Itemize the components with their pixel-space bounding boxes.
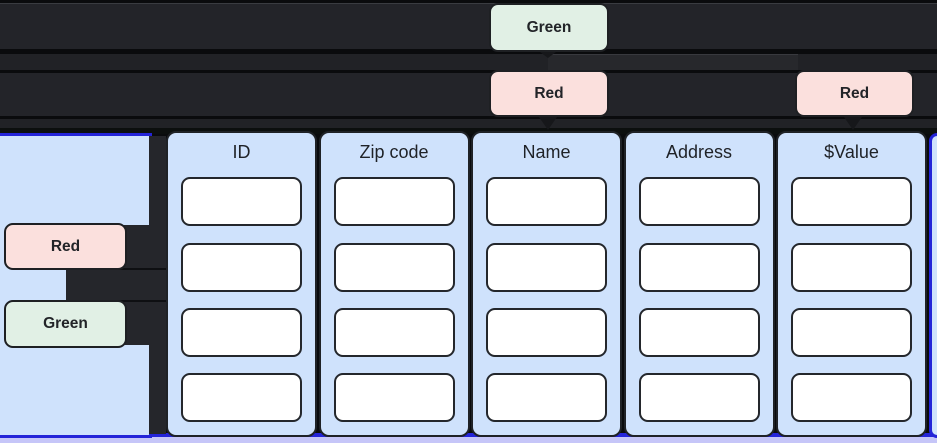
green-chip-left[interactable]: Green [4, 300, 127, 348]
drop-slot[interactable] [333, 243, 455, 292]
horizontal-connector [548, 54, 798, 70]
column-name: Name [471, 131, 622, 437]
drop-slot[interactable] [181, 373, 302, 422]
connector-arrow-down-icon [844, 117, 862, 130]
track-row-1 [0, 3, 937, 49]
drop-slot[interactable] [333, 373, 455, 422]
column-value: $Value [776, 131, 927, 437]
column-id: ID [166, 131, 317, 437]
drop-slot[interactable] [638, 177, 760, 226]
column-header: Name [522, 142, 571, 162]
column-header: ID [232, 142, 251, 162]
bottom-base-strip [0, 433, 937, 443]
drop-slot[interactable] [791, 243, 912, 292]
drop-slot[interactable] [791, 177, 912, 226]
drop-slot[interactable] [181, 177, 302, 226]
drop-slot[interactable] [486, 308, 607, 357]
drop-slot[interactable] [791, 308, 912, 357]
column-header: $Value [824, 142, 879, 162]
track-footer-zone [0, 128, 937, 134]
drop-slot[interactable] [638, 373, 760, 422]
red-chip-left[interactable]: Red [4, 223, 127, 270]
column-header: Zip code [359, 142, 429, 162]
drop-slot[interactable] [486, 243, 607, 292]
connector-arrow-down-icon [539, 117, 557, 130]
red-chip-top-1[interactable]: Red [489, 70, 609, 117]
red-chip-top-2[interactable]: Red [795, 70, 914, 117]
drop-slot[interactable] [333, 177, 455, 226]
drop-slot[interactable] [638, 243, 760, 292]
left-slot-middle [66, 270, 166, 300]
track-row-3 [0, 73, 937, 116]
drop-slot[interactable] [638, 308, 760, 357]
drop-slot[interactable] [333, 308, 455, 357]
column-header: Address [665, 142, 733, 162]
connector-arrow-down-icon [540, 52, 556, 58]
column-address: Address [623, 131, 775, 437]
drop-slot[interactable] [486, 373, 607, 422]
drop-slot[interactable] [181, 243, 302, 292]
drop-slot[interactable] [486, 177, 607, 226]
column-zip-code: Zip code [318, 131, 470, 437]
green-chip-top[interactable]: Green [489, 3, 609, 52]
drop-slot[interactable] [181, 308, 302, 357]
track-row-4 [0, 119, 937, 128]
right-panel-edge [929, 133, 937, 438]
drop-slot[interactable] [791, 373, 912, 422]
